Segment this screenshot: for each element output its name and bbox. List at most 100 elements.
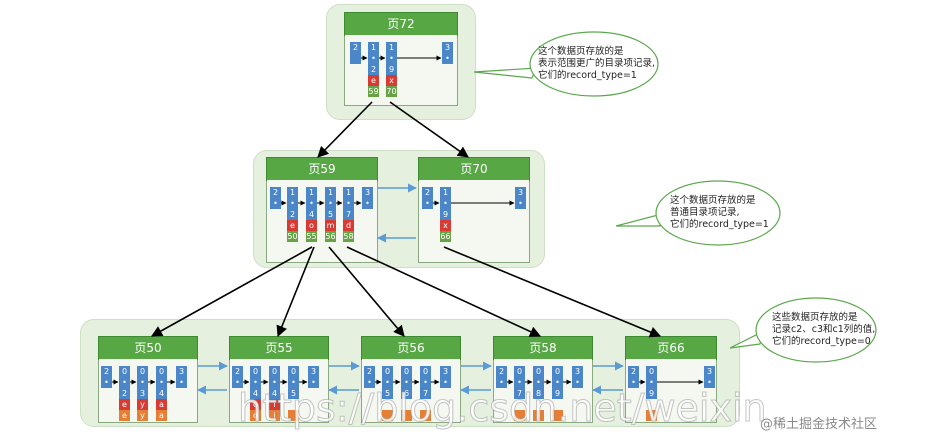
record-type-cell: 3: [704, 366, 715, 377]
record-type-cell: 1: [440, 187, 451, 198]
key-c2-cell: x: [386, 75, 397, 86]
key-c1-cell: 2: [287, 209, 298, 220]
child-page-cell: 58: [343, 231, 354, 242]
next-record-pointer: •: [704, 377, 715, 388]
callout-line: 它们的record_type=1: [538, 70, 637, 81]
record-type-cell: 2: [364, 366, 375, 377]
key-c1-cell: 8: [533, 388, 544, 399]
next-record-pointer: •: [401, 377, 412, 388]
record-type-cell: 2: [270, 187, 281, 198]
record-type-cell: 0: [156, 366, 167, 377]
record-type-cell: 0: [137, 366, 148, 377]
key-c2-cell: d: [343, 220, 354, 231]
page-title: 页55: [229, 336, 329, 360]
key-c1-cell: 9: [646, 388, 657, 399]
key-c2-cell: e: [368, 75, 379, 86]
next-record-pointer: •: [156, 377, 167, 388]
next-record-pointer: •: [572, 377, 583, 388]
next-record-pointer: •: [308, 377, 319, 388]
child-page-cell: 50: [287, 231, 298, 242]
page-title: 页72: [344, 12, 458, 36]
next-record-pointer: •: [250, 377, 261, 388]
key-c1-cell: 7: [420, 388, 431, 399]
record-type-cell: 1: [325, 187, 336, 198]
callout-line: 这些数据页存放的是: [772, 312, 858, 323]
callout-line: 它们的record_type=1: [670, 219, 769, 230]
record-type-cell: 2: [101, 366, 112, 377]
record-type-cell: 0: [552, 366, 563, 377]
key-c1-cell: 4: [306, 209, 317, 220]
child-page-cell: 66: [440, 231, 451, 242]
key-c2-cell: a: [156, 399, 167, 410]
next-record-pointer: •: [382, 377, 393, 388]
record-type-cell: 0: [119, 366, 130, 377]
record-type-cell: 2: [232, 366, 243, 377]
key-c1-cell: 4: [269, 388, 280, 399]
next-record-pointer: [350, 53, 361, 64]
page-title: 页70: [418, 157, 530, 181]
record-type-cell: 2: [350, 42, 361, 53]
key-c2-cell: e: [287, 220, 298, 231]
page-title: 页66: [625, 336, 717, 360]
record-type-cell: 2: [496, 366, 507, 377]
page-body: [626, 359, 716, 422]
value-c3-cell: a: [156, 410, 167, 421]
record-type-cell: 3: [308, 366, 319, 377]
key-c2-cell: m: [325, 220, 336, 231]
data-page-72: 页72: [344, 12, 458, 106]
record-type-cell: 0: [250, 366, 261, 377]
key-c1-cell: 4: [156, 388, 167, 399]
value-c3-cell: [533, 410, 544, 421]
page-title: 页58: [493, 336, 593, 360]
key-c1-cell: 9: [386, 64, 397, 75]
callout-internal: 这个数据页存放的是 普通目录项记录, 它们的record_type=1: [670, 195, 769, 231]
record-type-cell: 1: [386, 42, 397, 53]
value-c3-cell: [646, 410, 657, 421]
record-type-cell: 3: [362, 187, 373, 198]
record-type-cell: 3: [572, 366, 583, 377]
key-c1-cell: 4: [250, 388, 261, 399]
record-type-cell: 0: [514, 366, 525, 377]
next-record-pointer: •: [325, 198, 336, 209]
next-record-pointer: •: [386, 53, 397, 64]
record-type-cell: 2: [422, 187, 433, 198]
next-record-pointer: •: [176, 377, 187, 388]
next-record-pointer: •: [119, 377, 130, 388]
key-c2-cell: e: [119, 399, 130, 410]
key-c1-cell: 9: [440, 209, 451, 220]
next-record-pointer: •: [442, 53, 453, 64]
next-record-pointer: •: [270, 198, 281, 209]
record-type-cell: 0: [269, 366, 280, 377]
key-c2-cell: x: [440, 220, 451, 231]
key-c2-cell: y: [137, 399, 148, 410]
callout-line: 普通目录项记录,: [670, 207, 740, 218]
next-record-pointer: •: [288, 377, 299, 388]
next-record-pointer: •: [137, 377, 148, 388]
value-c3-cell: [514, 410, 525, 421]
record-type-cell: 3: [176, 366, 187, 377]
next-record-pointer: •: [533, 377, 544, 388]
child-page-cell: 55: [306, 231, 317, 242]
next-record-pointer: •: [552, 377, 563, 388]
next-record-pointer: •: [496, 377, 507, 388]
csdn-watermark: https://blog.csdn.net/weixin: [238, 386, 768, 431]
callout-leaf: 这些数据页存放的是 记录c2、c3和c1列的值, 它们的record_type=…: [772, 312, 875, 348]
next-record-pointer: •: [368, 53, 379, 64]
page-title: 页56: [361, 336, 461, 360]
next-record-pointer: •: [422, 198, 433, 209]
callout-line: 这个数据页存放的是: [670, 195, 756, 206]
child-page-cell: 70: [386, 86, 397, 97]
record-type-cell: 3: [442, 42, 453, 53]
key-c1-cell: 5: [325, 209, 336, 220]
page-title: 页50: [98, 336, 198, 360]
key-c2-cell: i: [269, 399, 280, 410]
callout-line: 这个数据页存放的是: [538, 46, 624, 57]
next-record-pointer: •: [306, 198, 317, 209]
value-c3-cell: [420, 410, 431, 421]
callout-line: 表示范围更广的目录项记录,: [538, 58, 656, 69]
key-c2-cell: o: [250, 399, 261, 410]
record-type-cell: 0: [533, 366, 544, 377]
next-record-pointer: •: [440, 198, 451, 209]
value-c3-cell: [401, 410, 412, 421]
next-record-pointer: •: [101, 377, 112, 388]
